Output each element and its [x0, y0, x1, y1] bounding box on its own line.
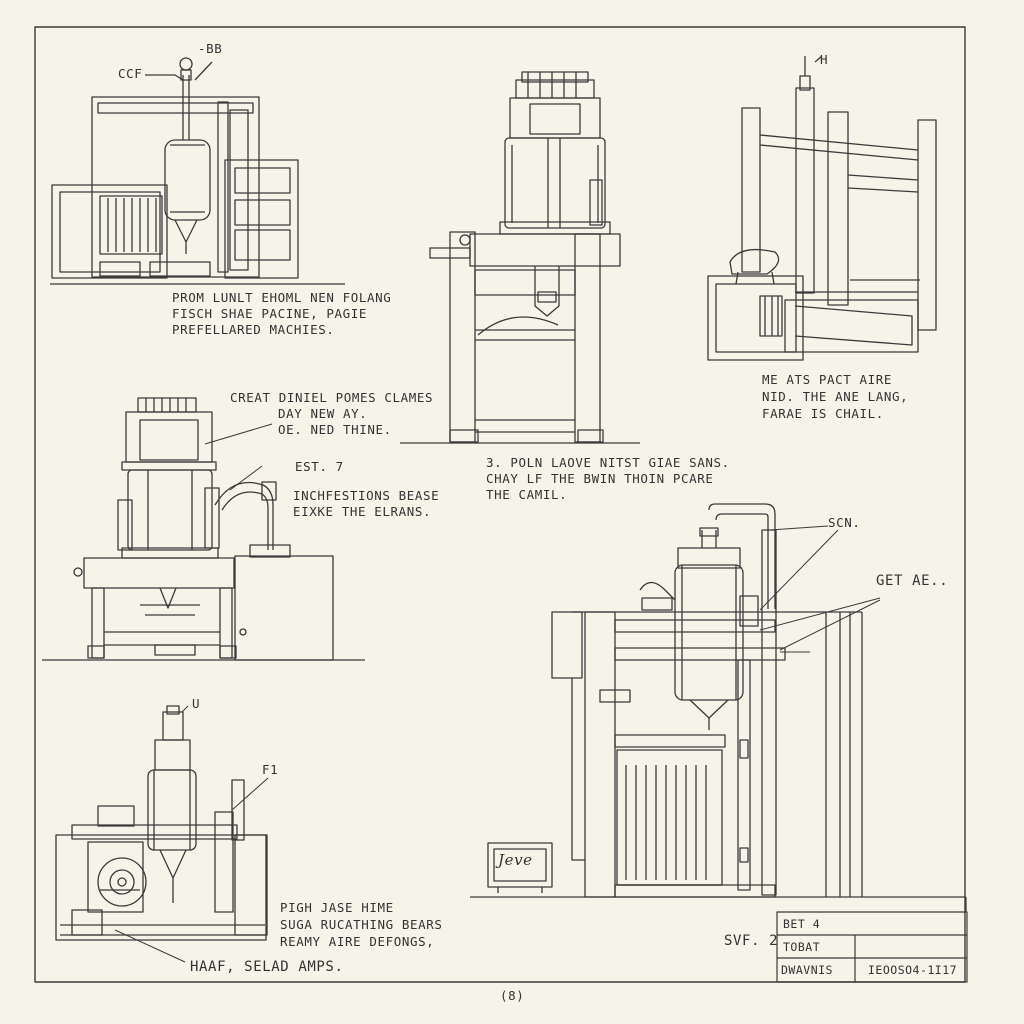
callout-top-tag: -BB	[198, 41, 223, 56]
caption-fig4a-line1: CREAT DINIEL POMES CLAMES	[230, 390, 434, 405]
caption-fig1-line3: PREFELLARED MACHIES.	[172, 322, 335, 337]
caption-fig3-line3: FARAE IS CHAIL.	[762, 406, 884, 421]
callout-h: H	[820, 52, 829, 67]
machine-fig6	[470, 503, 966, 898]
caption-fig3-line2: NID. THE ANE LANG,	[762, 389, 909, 404]
machine-fig4	[42, 397, 365, 661]
callout-u: U	[192, 696, 201, 711]
caption-fig4b-line1: INCHFESTIONS BEASE	[293, 488, 440, 503]
nameplate-label: Jeve	[498, 851, 533, 869]
page-number: (8)	[500, 988, 525, 1003]
callout-ccf: CCF	[118, 66, 143, 81]
caption-fig5-line2: SUGA RUCATHING BEARS	[280, 917, 443, 932]
callout-est7: EST. 7	[295, 459, 344, 474]
sheet-reference: SVF. 2	[724, 933, 779, 949]
caption-fig1-line2: FISCH SHAE PACINE, PAGIE	[172, 306, 368, 321]
caption-fig2-line1: 3. POLN LAOVE NITST GIAE SANS.	[486, 455, 730, 470]
caption-fig2-line3: THE CAMIL.	[486, 487, 568, 502]
callout-f1: F1	[262, 762, 279, 777]
callout-get-ae: GET AE..	[876, 573, 949, 589]
machine-fig3	[707, 55, 937, 361]
title-block-r2c1: TOBAT	[783, 940, 821, 954]
caption-fig4b-line2: EIXKE THE ELRANS.	[293, 504, 432, 519]
sheet-border	[34, 26, 966, 983]
caption-fig4a-line2: DAY NEW AY.	[278, 406, 368, 421]
leader-lines	[114, 423, 881, 963]
caption-fig3-line1: ME ATS PACT AIRE	[762, 372, 893, 387]
machine-fig2	[400, 71, 640, 444]
title-block-r3c1: DWAVNIS	[781, 963, 833, 977]
caption-fig4a-line3: OE. NED THINE.	[278, 422, 392, 437]
title-block-r1c1: BET 4	[783, 917, 821, 931]
callout-scn: SCN.	[828, 515, 861, 530]
caption-fig5-bottom: HAAF, SELAD AMPS.	[190, 959, 344, 975]
machine-fig1	[50, 57, 345, 285]
caption-fig2-line2: CHAY LF THE BWIN THOIN PCARE	[486, 471, 714, 486]
title-block	[776, 897, 968, 983]
machine-fig5	[55, 705, 268, 941]
caption-fig1-line1: PROM LUNLT EHOML NEN FOLANG	[172, 290, 392, 305]
caption-fig5-line1: PIGH JASE HIME	[280, 900, 394, 915]
caption-fig5-line3: REAMY AIRE DEFONGS,	[280, 934, 435, 949]
title-block-r3c2: IEOOSO4-1I17	[868, 963, 958, 977]
